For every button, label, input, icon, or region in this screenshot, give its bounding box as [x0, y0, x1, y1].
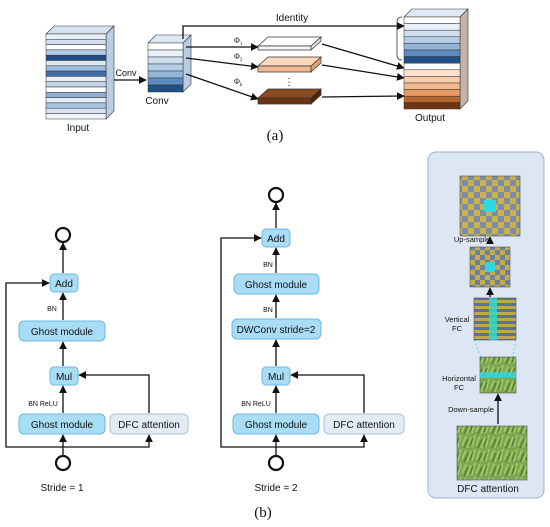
phi1-label: Φ1: [234, 36, 243, 47]
stride2-add: [261, 228, 291, 248]
dfc-panel-title: DFC attention: [457, 484, 519, 495]
stride2-dwconv-label: DWConv stride=2: [237, 325, 316, 336]
s2-input-to-dfc-arrow: [276, 434, 368, 448]
stride2-add-label: Add: [267, 234, 285, 245]
phik-slab: [257, 88, 322, 105]
phik-label: Φk: [234, 77, 243, 88]
stride1-mul: [49, 366, 79, 386]
dfc-input-image: [456, 425, 528, 481]
stride1-ghost-bottom-label: Ghost module: [31, 420, 94, 431]
conv-block-label: Conv: [145, 96, 168, 107]
input-label: Input: [67, 123, 89, 134]
stride1-bn-top: BN: [47, 306, 57, 313]
dfc-attention-panel: Up-sample Vertical FC Horizontal FC Down…: [427, 151, 545, 499]
stride2-ghost-label: Ghost module: [245, 280, 308, 291]
stride2-dfc-label: DFC attention: [333, 420, 395, 431]
stride2-bn-top: BN: [263, 262, 273, 269]
stride2-block: Add BN Ghost module BN DWConv stride=2 M…: [220, 186, 405, 494]
phi1-to-output: [321, 43, 405, 70]
stride1-ghost-module-bottom: [18, 413, 106, 435]
phi1-slab: [257, 36, 322, 51]
stride2-output-node: [267, 186, 285, 204]
stride1-bn-relu: BN ReLU: [28, 401, 58, 408]
output-feature-stack: [403, 8, 469, 110]
conv-feature-stack: [147, 34, 192, 93]
upsampled-highlight: [484, 200, 496, 212]
stride2-dwconv: [231, 318, 322, 340]
dfc-to-mul-arrow: [78, 371, 150, 413]
stride2-dfc-attention: [323, 413, 405, 435]
stride2-mul-label: Mul: [268, 372, 284, 383]
stride2-ghost-bottom-label: Ghost module: [245, 420, 308, 431]
stride1-mul-label: Mul: [56, 372, 72, 383]
identity-arrow: [182, 22, 405, 39]
stride1-add-label: Add: [55, 279, 73, 290]
stride2-ghost-module: [233, 273, 320, 295]
stride2-mul: [261, 366, 291, 386]
down-sample-label: Down-sample: [448, 405, 494, 414]
output-brace: [396, 16, 403, 61]
phik-arrow: [185, 73, 259, 101]
part-a: Input Conv Conv Identity Φ1 Φ2 Φk: [45, 8, 469, 144]
conv-arrow-label: Conv: [115, 68, 137, 78]
guide-line-left: [473, 339, 483, 361]
stride2-ghost-module-bottom: [232, 413, 320, 435]
stride1-dfc-attention: [109, 413, 189, 435]
caption-a: (a): [267, 128, 284, 144]
stride1-label: Stride = 1: [40, 483, 84, 494]
stride1-dfc-label: DFC attention: [118, 420, 180, 431]
stride1-ghost-top-label: Ghost module: [31, 327, 94, 338]
phi2-to-output: [321, 64, 405, 81]
horizontal-fc-row: [480, 372, 516, 378]
vertical-fc-highlight: [485, 262, 495, 272]
caption-b: (b): [254, 505, 272, 521]
phi2-arrow: [185, 57, 259, 70]
stride1-add: [49, 273, 79, 293]
ellipsis: ⋮: [284, 77, 294, 88]
stride2-shortcut: [220, 234, 276, 448]
stride1-block: Add BN Ghost module Mul BN ReLU Ghost mo…: [5, 226, 189, 494]
vertical-fc-map: [469, 246, 511, 288]
up-sample-label: Up-sample: [454, 235, 490, 244]
phi2-slab: [257, 56, 322, 73]
phi2-label: Φ2: [234, 52, 243, 63]
output-label: Output: [415, 113, 445, 124]
stride1-input-node: [54, 454, 72, 472]
stride2-label: Stride = 2: [254, 483, 298, 494]
stride1-output-node: [54, 226, 72, 244]
vertical-fc-label: FC: [452, 324, 463, 333]
stride1-shortcut: [5, 279, 63, 448]
s2-dfc-to-mul-arrow: [290, 371, 365, 413]
identity-label: Identity: [276, 13, 308, 24]
stride2-bn-mid: BN: [263, 307, 273, 314]
stride1-ghost-module-top: [18, 320, 106, 342]
vertical-label: Vertical: [445, 315, 470, 324]
stride2-input-node: [267, 454, 285, 472]
horizontal-fc-label: FC: [454, 383, 465, 392]
phik-to-output: [321, 92, 405, 100]
input-to-dfc-arrow: [63, 434, 153, 448]
stride2-bn-relu: BN ReLU: [241, 401, 271, 408]
guide-line-right: [511, 339, 517, 361]
input-feature-stack: [45, 25, 115, 120]
vertical-fc-column: [489, 298, 497, 340]
horizontal-label: Horizontal: [442, 374, 476, 383]
